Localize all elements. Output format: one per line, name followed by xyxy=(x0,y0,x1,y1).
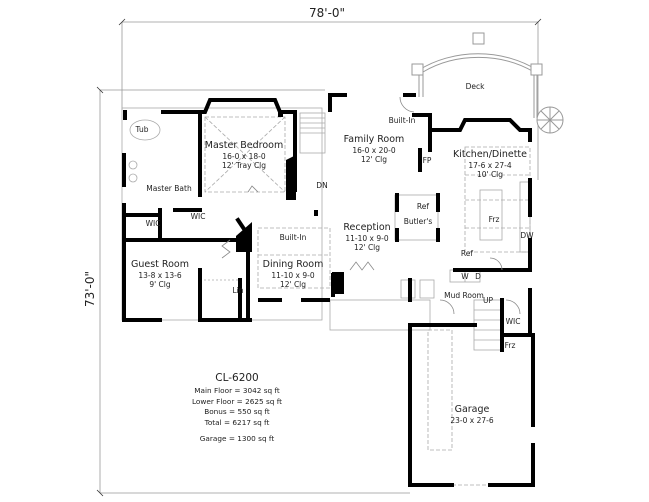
deck-outline xyxy=(411,32,564,134)
label-fireplace: FP xyxy=(422,156,432,165)
label-stairs-down: DN xyxy=(316,181,328,190)
label-freezer-kitchen: Frz xyxy=(488,215,500,224)
room-ceiling: 12' Tray Clg xyxy=(221,161,267,171)
label-mud-room: Mud Room xyxy=(444,291,484,300)
room-size: 13-8 x 13-6 xyxy=(138,270,182,280)
label-wic-mud: WIC xyxy=(505,317,521,326)
label-wic-bath: WIC xyxy=(145,219,161,228)
label-washer: W xyxy=(461,272,469,281)
wall-fills xyxy=(236,112,344,294)
room-size: 17-6 x 27-4 xyxy=(468,160,512,170)
room-size: 16-0 x 20-0 xyxy=(352,145,396,155)
label-butlers: Butler's xyxy=(403,217,433,226)
label-master-bath: Master Bath xyxy=(146,184,192,193)
door-swings xyxy=(221,96,521,315)
plan-info-block: CL-6200 Main Floor = 3042 sq ft Lower Fl… xyxy=(192,372,282,445)
room-ceiling: 9' Clg xyxy=(149,280,171,290)
room-name: Dining Room xyxy=(262,259,324,270)
room-master-bedroom: Master Bedroom 16-0 x 18-0 12' Tray Clg xyxy=(205,140,283,171)
area-main-floor: Main Floor = 3042 sq ft xyxy=(194,386,280,395)
dimension-lines xyxy=(96,18,542,497)
label-tub: Tub xyxy=(135,125,149,134)
label-stairs-up: UP xyxy=(482,296,494,305)
plan-code: CL-6200 xyxy=(215,372,259,384)
area-garage: Garage = 1300 sq ft xyxy=(199,434,275,444)
room-name: Master Bedroom xyxy=(204,140,284,151)
room-name: Guest Room xyxy=(131,259,189,270)
label-linen: Lin xyxy=(232,286,244,295)
area-total: Total = 6217 sq ft xyxy=(204,417,270,427)
room-size: 11-10 x 9-0 xyxy=(345,233,389,243)
label-built-in-dining: Built-In xyxy=(279,233,307,242)
room-name: Family Room xyxy=(343,134,405,145)
room-guest-room: Guest Room 13-8 x 13-6 9' Clg xyxy=(131,259,189,290)
width-dimension: 78'-0" xyxy=(309,6,346,20)
room-ceiling: 12' Clg xyxy=(353,243,381,253)
room-name: Reception xyxy=(343,222,391,233)
room-garage: Garage 23-0 x 27-6 xyxy=(450,404,493,425)
room-ceiling: 12' Clg xyxy=(360,155,388,165)
room-kitchen-dinette: Kitchen/Dinette 17-6 x 27-4 10' Clg xyxy=(453,149,527,180)
label-dishwasher: DW xyxy=(520,231,534,240)
room-reception: Reception 11-10 x 9-0 12' Clg xyxy=(343,222,390,253)
room-size: 11-10 x 9-0 xyxy=(271,270,315,280)
label-wic-bedroom: WIC xyxy=(190,212,206,221)
room-dining-room: Dining Room 11-10 x 9-0 12' Clg xyxy=(263,259,324,290)
label-ref-kitchen: Ref xyxy=(460,249,474,258)
depth-dimension: 73'-0" xyxy=(83,270,98,308)
label-deck: Deck xyxy=(465,82,485,91)
room-size: 16-0 x 18-0 xyxy=(222,151,266,161)
room-ceiling: 12' Clg xyxy=(279,280,307,290)
room-name: Kitchen/Dinette xyxy=(452,149,528,160)
label-built-in-family: Built-In xyxy=(388,116,416,125)
room-ceiling: 10' Clg xyxy=(476,170,504,180)
label-freezer-garage: Frz xyxy=(504,341,516,350)
room-size: 23-0 x 27-6 xyxy=(450,415,494,425)
room-family-room: Family Room 16-0 x 20-0 12' Clg xyxy=(344,134,405,165)
area-bonus: Bonus = 550 sq ft xyxy=(204,407,270,417)
area-lower-floor: Lower Floor = 2625 sq ft xyxy=(191,396,283,406)
room-name: Garage xyxy=(454,404,490,415)
label-dryer: D xyxy=(475,272,481,281)
label-ref-butler: Ref xyxy=(416,202,430,211)
